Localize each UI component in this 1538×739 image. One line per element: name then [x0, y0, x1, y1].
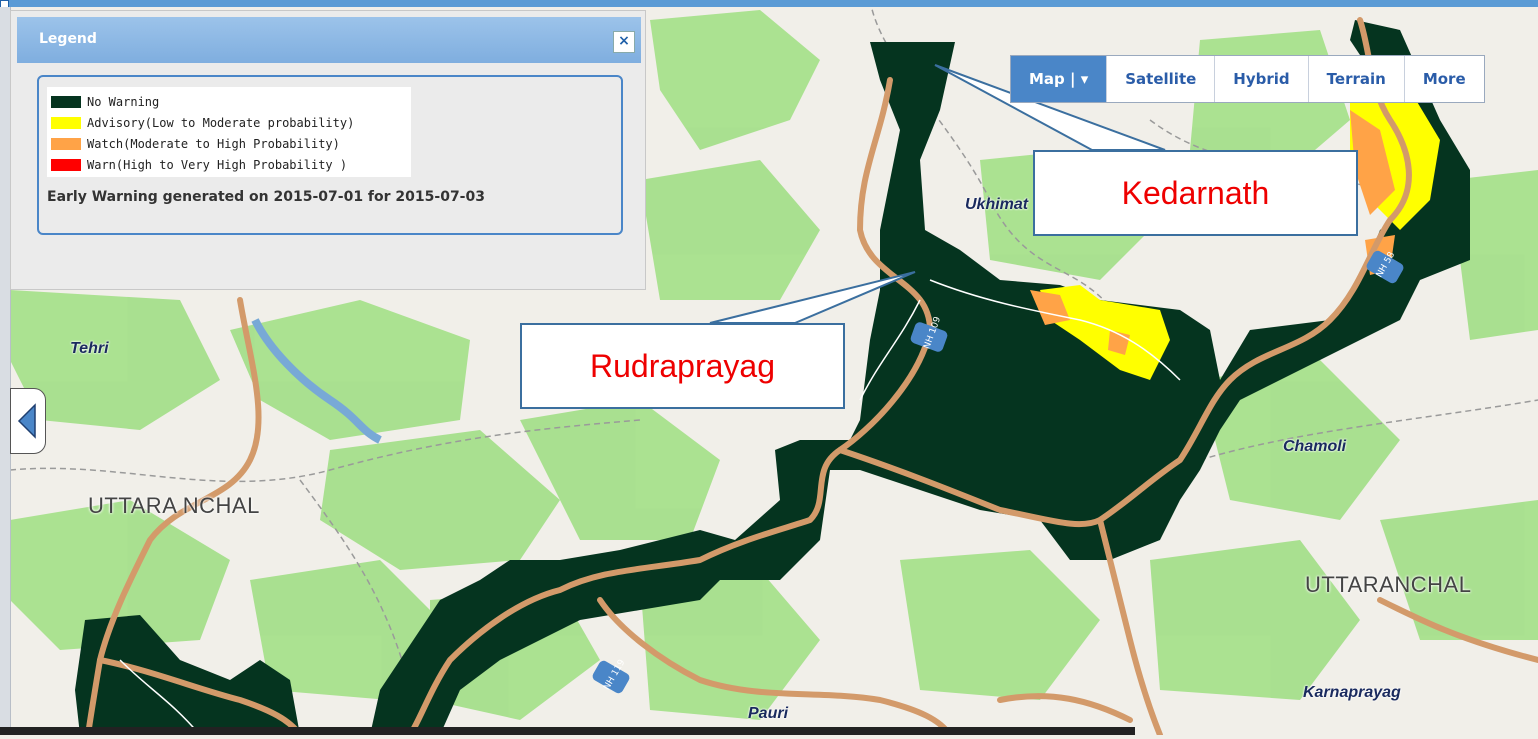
region-label-west: UTTARA NCHAL [88, 493, 260, 518]
legend-panel: Legend × No Warning Advisory(Low to Mode… [10, 10, 646, 290]
highway-shields [592, 250, 1404, 694]
legend-title: Legend [39, 31, 97, 47]
early-warning-note: Early Warning generated on 2015-07-01 fo… [47, 189, 485, 205]
legend-header: Legend × [17, 17, 641, 63]
map-type-control: Map | ▾ Satellite Hybrid Terrain More [1010, 55, 1485, 103]
legend-label: No Warning [87, 94, 160, 109]
map-type-terrain-button[interactable]: Terrain [1307, 56, 1404, 102]
map-type-map-button[interactable]: Map | ▾ [1011, 56, 1107, 102]
close-icon[interactable]: × [613, 31, 635, 53]
map-type-satellite-button[interactable]: Satellite [1106, 56, 1214, 102]
legend-item: Warn(High to Very High Probability ) [51, 154, 411, 175]
legend-content: No Warning Advisory(Low to Moderate prob… [37, 75, 623, 235]
place-ukhimath: Ukhimat [965, 196, 1029, 213]
legend-swatch-no-warning [51, 95, 81, 108]
main-roads [85, 17, 1538, 738]
legend-item: Watch(Moderate to High Probability) [51, 133, 411, 154]
bottom-bar [0, 727, 1135, 735]
legend-swatch-watch [51, 137, 81, 150]
river [251, 318, 382, 444]
legend-label: Watch(Moderate to High Probability) [87, 136, 340, 151]
warning-corridor [75, 20, 1470, 735]
window-top-bar [0, 0, 1538, 7]
place-pauri: Pauri [748, 705, 789, 722]
minor-roads [119, 279, 1181, 736]
legend-item: Advisory(Low to Moderate probability) [51, 112, 411, 133]
left-panel-strip [0, 7, 11, 735]
callout-kedarnath: Kedarnath [1033, 150, 1358, 236]
map-type-hybrid-button[interactable]: Hybrid [1214, 56, 1307, 102]
legend-item: No Warning [51, 91, 411, 112]
panel-toggle-button[interactable] [10, 388, 46, 454]
legend-label: Advisory(Low to Moderate probability) [87, 115, 355, 130]
legend-label: Warn(High to Very High Probability ) [87, 157, 348, 172]
legend-list: No Warning Advisory(Low to Moderate prob… [47, 87, 411, 177]
place-tehri: Tehri [70, 340, 109, 357]
callout-rudraprayag: Rudraprayag [520, 323, 845, 409]
place-karnaprayag: Karnaprayag [1303, 684, 1401, 701]
place-chamoli: Chamoli [1283, 438, 1347, 455]
map-type-more-button[interactable]: More [1403, 56, 1484, 102]
region-label-east: UTTARANCHAL [1305, 572, 1472, 597]
legend-swatch-advisory [51, 116, 81, 129]
chevron-left-icon [17, 403, 36, 439]
legend-swatch-warn [51, 158, 81, 171]
